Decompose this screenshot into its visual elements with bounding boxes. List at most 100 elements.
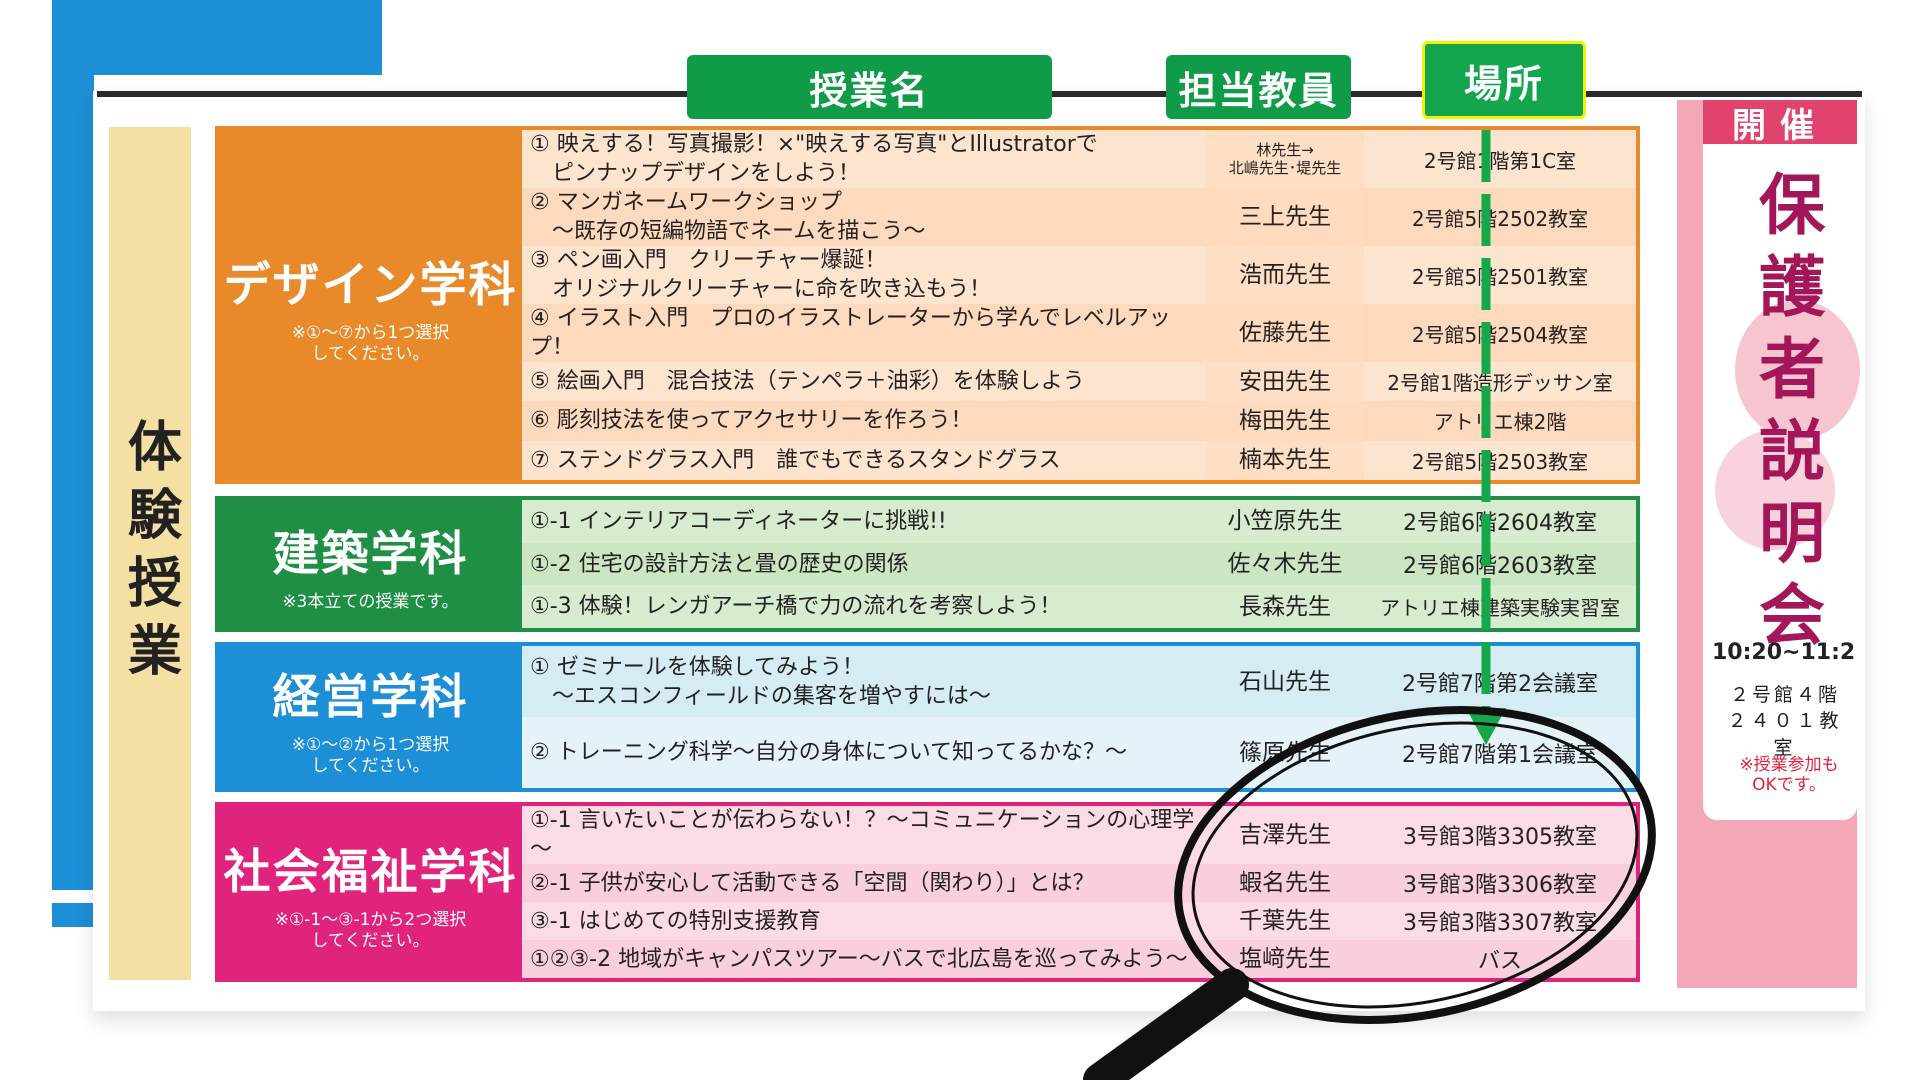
- dept-note: ※①～⑦から1つ選択 してください。: [291, 322, 450, 364]
- class-rows: ①-1 インテリアコーディネーターに挑戦!! 小笠原先生 2号館6階2604教室 ①…: [522, 500, 1636, 629]
- blue-bar-left: [52, 0, 94, 890]
- class-teacher: 千葉先生: [1239, 908, 1331, 934]
- class-room: 2号館7階第1会議室: [1402, 742, 1598, 768]
- class-teacher: 三上先生: [1206, 188, 1364, 246]
- kaisai-badge: 開催: [1703, 100, 1857, 146]
- class-rows: ① ゼミナールを体験してみよう！ ～エスコンフィールドの集客を増やすには～ 石山先…: [522, 646, 1636, 788]
- class-room: 2号館5階2504教室: [1411, 322, 1589, 347]
- table-row: ③-1 はじめての特別支援教育 千葉先生 3号館3階3307教室: [522, 902, 1636, 940]
- class-title: ① 映えする！写真撮影！×"映えする写真"とIllustratorで ピンナップ…: [530, 132, 1098, 186]
- class-title: ⑤ 絵画入門 混合技法（テンペラ＋油彩）を体験しよう: [530, 369, 1085, 395]
- class-title: ③ ペン画入門 クリーチャー爆誕！ オリジナルクリーチャーに命を吹き込もう！: [530, 248, 992, 302]
- class-title: ②-1 子供が安心して活動できる「空間（関わり）」とは？: [530, 870, 1095, 896]
- class-teacher: 楠本先生: [1206, 440, 1364, 480]
- dept-note: ※3本立ての授業です。: [282, 592, 459, 612]
- dept-label: 経営学科 ※①～②から1つ選択 してください。: [219, 646, 522, 788]
- briefing-building: ２号館４階: [1729, 684, 1840, 706]
- class-title: ①②③-2 地域がキャンパスツアー～バスで北広島を巡ってみよう～: [530, 946, 1188, 972]
- dept-name: デザイン学科: [223, 257, 518, 313]
- class-teacher: 長森先生: [1239, 593, 1331, 620]
- class-teacher: 蝦名先生: [1239, 870, 1331, 896]
- class-teacher: 林先生→ 北嶋先生･堤先生: [1206, 130, 1364, 188]
- table-row: ① 映えする！写真撮影！×"映えする写真"とIllustratorで ピンナップ…: [522, 130, 1636, 188]
- header-class-name: 授業名: [687, 55, 1052, 119]
- class-room: 2号館5階2502教室: [1411, 206, 1589, 231]
- class-teacher: 吉澤先生: [1239, 822, 1331, 848]
- dept-label: デザイン学科 ※①～⑦から1つ選択 してください。: [219, 130, 522, 480]
- briefing-title: 保護者説明会: [1759, 167, 1825, 654]
- table-row: ② マンガネームワークショップ ～既存の短編物語でネームを描こう～ 三上先生 2号館…: [522, 188, 1636, 246]
- dept-note: ※①～②から1つ選択 してください。: [291, 734, 450, 776]
- class-title: ⑦ ステンドグラス入門 誰でもできるスタンドグラス: [530, 447, 1061, 473]
- table-row: ⑤ 絵画入門 混合技法（テンペラ＋油彩）を体験しよう 安田先生 2号館1階造形デッサ…: [522, 362, 1636, 402]
- class-room: 3号館3階3306教室: [1403, 873, 1597, 898]
- class-room: アトリエ棟2階: [1433, 410, 1567, 435]
- dept-social-welfare: 社会福祉学科 ※①-1～③-1から2つ選択 してください。 ①-1 言いたいこと…: [215, 802, 1640, 982]
- briefing-note: ※授業参加も OKです。: [1739, 755, 1839, 795]
- table-row: ①②③-2 地域がキャンパスツアー～バスで北広島を巡ってみよう～ 塩﨑先生 バス: [522, 940, 1636, 978]
- class-room: 3号館3階3305教室: [1403, 825, 1597, 850]
- class-room: アトリエ棟建築実験実習室: [1380, 596, 1620, 621]
- decor-blob: [1735, 300, 1860, 440]
- class-teacher: 塩﨑先生: [1239, 946, 1331, 972]
- class-rows: ①-1 言いたいことが伝わらない！？～コミュニケーションの心理学～ 吉澤先生 3号館…: [522, 806, 1636, 978]
- table-row: ⑦ ステンドグラス入門 誰でもできるスタンドグラス 楠本先生 2号館5階2503教室: [522, 440, 1636, 480]
- class-teacher: 佐藤先生: [1206, 304, 1364, 362]
- class-teacher: 安田先生: [1206, 362, 1364, 402]
- dept-name: 経営学科: [272, 669, 469, 725]
- class-title: ⑥ 彫刻技法を使ってアクセサリーを作ろう！: [530, 408, 973, 434]
- table-row: ①-3 体験！レンガアーチ橋で力の流れを考察しよう！ 長森先生 アトリエ棟建築実験実…: [522, 585, 1636, 629]
- class-title: ①-1 言いたいことが伝わらない！？～コミュニケーションの心理学～: [530, 808, 1195, 862]
- briefing-time: 10:20~11:2: [1712, 640, 1856, 665]
- class-room: 2号館6階2604教室: [1403, 511, 1597, 537]
- dept-label: 社会福祉学科 ※①-1～③-1から2つ選択 してください。: [219, 806, 522, 978]
- dept-label: 建築学科 ※3本立ての授業です。: [219, 500, 522, 628]
- class-teacher: 石山先生: [1239, 668, 1331, 695]
- blue-bar-top: [52, 0, 382, 75]
- class-title: ①-1 インテリアコーディネーターに挑戦!!: [530, 508, 947, 534]
- class-room: バス: [1477, 949, 1522, 974]
- table-row: ② トレーニング科学～自分の身体について知ってるかな？～ 篠原先生 2号館7階第1会…: [522, 717, 1636, 788]
- side-label: 体験授業: [109, 127, 191, 980]
- class-room: 2号館6階2603教室: [1403, 554, 1597, 579]
- class-title: ①-2 住宅の設計方法と畳の歴史の関係: [530, 551, 909, 577]
- class-teacher: 浩而先生: [1206, 246, 1364, 304]
- dept-business: 経営学科 ※①～②から1つ選択 してください。 ① ゼミナールを体験してみよう！…: [215, 642, 1640, 792]
- class-title: ④ イラスト入門 プロのイラストレーターから学んでレベルアップ！: [530, 306, 1171, 360]
- decor-blob: [1715, 430, 1835, 550]
- briefing-room: ２４０１教室: [1727, 710, 1843, 759]
- dept-name: 社会福祉学科: [223, 844, 518, 900]
- dept-note: ※①-1～③-1から2つ選択 してください。: [274, 909, 467, 951]
- class-title: ①-3 体験！レンガアーチ橋で力の流れを考察しよう！: [530, 594, 1062, 620]
- class-room: 3号館3階3307教室: [1403, 911, 1597, 936]
- table-row: ⑥ 彫刻技法を使ってアクセサリーを作ろう！ 梅田先生 アトリエ棟2階: [522, 401, 1636, 441]
- table-row: ① ゼミナールを体験してみよう！ ～エスコンフィールドの集客を増やすには～ 石山先…: [522, 646, 1636, 717]
- side-label-text: 体験授業: [118, 417, 182, 690]
- dept-name: 建築学科: [272, 527, 469, 582]
- header-location: 場所: [1422, 41, 1586, 119]
- class-room: 2号館1階造形デッサン室: [1387, 371, 1613, 396]
- blue-bar-bottom: [52, 903, 94, 927]
- class-title: ③-1 はじめての特別支援教育: [530, 908, 821, 934]
- class-title: ① ゼミナールを体験してみよう！ ～エスコンフィールドの集客を増やすには～: [530, 654, 991, 709]
- table-row: ④ イラスト入門 プロのイラストレーターから学んでレベルアップ！ 佐藤先生 2号館5…: [522, 304, 1636, 362]
- class-room: 2号館7階第2会議室: [1402, 671, 1598, 697]
- class-rows: ① 映えする！写真撮影！×"映えする写真"とIllustratorで ピンナップ…: [522, 130, 1636, 480]
- class-teacher: 篠原先生: [1239, 739, 1331, 766]
- table-row: ①-2 住宅の設計方法と畳の歴史の関係 佐々木先生 2号館6階2603教室: [522, 542, 1636, 586]
- dept-design: デザイン学科 ※①～⑦から1つ選択 してください。 ① 映えする！写真撮影！×"…: [215, 126, 1640, 484]
- table-row: ①-1 インテリアコーディネーターに挑戦!! 小笠原先生 2号館6階2604教室: [522, 500, 1636, 543]
- class-teacher: 梅田先生: [1206, 401, 1364, 441]
- header-teacher: 担当教員: [1166, 55, 1351, 119]
- table-row: ③ ペン画入門 クリーチャー爆誕！ オリジナルクリーチャーに命を吹き込もう！ 浩而…: [522, 246, 1636, 304]
- table-row: ②-1 子供が安心して活動できる「空間（関わり）」とは？ 蝦名先生 3号館3階330…: [522, 864, 1636, 902]
- class-room: 2号館1階第1C室: [1423, 148, 1577, 173]
- table-row: ①-1 言いたいことが伝わらない！？～コミュニケーションの心理学～ 吉澤先生 3号館…: [522, 806, 1636, 864]
- class-title: ② マンガネームワークショップ ～既存の短編物語でネームを描こう～: [530, 190, 926, 244]
- class-teacher: 佐々木先生: [1227, 551, 1343, 577]
- class-room: 2号館5階2501教室: [1411, 264, 1589, 289]
- class-room: 2号館5階2503教室: [1411, 449, 1589, 474]
- class-teacher: 小笠原先生: [1227, 508, 1343, 535]
- dept-architecture: 建築学科 ※3本立ての授業です。 ①-1 インテリアコーディネーターに挑戦!! 小…: [215, 496, 1640, 632]
- class-title: ② トレーニング科学～自分の身体について知ってるかな？～: [530, 740, 1127, 765]
